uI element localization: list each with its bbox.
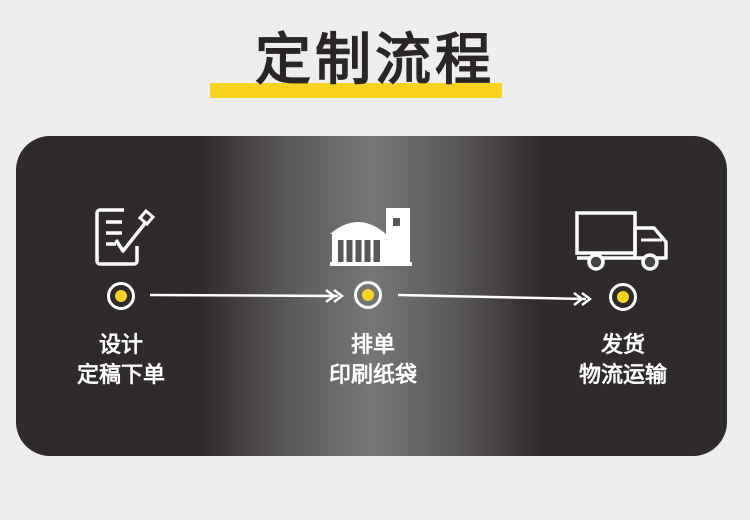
title-underline <box>210 83 502 98</box>
step-2-label: 排单 印刷纸袋 <box>293 331 453 391</box>
truck-icon <box>575 211 668 271</box>
arrow-1-icon <box>150 289 345 303</box>
document-check-icon <box>95 208 156 266</box>
step-1-dot <box>107 282 135 310</box>
page-title-text: 定制流程 <box>255 28 495 93</box>
factory-icon <box>330 208 412 266</box>
step-2-subtitle: 印刷纸袋 <box>328 363 417 388</box>
step-3-label: 发货 物流运输 <box>543 331 703 391</box>
step-2-title: 排单 <box>350 333 395 358</box>
title-area: 定制流程 <box>0 26 750 96</box>
step-2-dot <box>354 281 382 309</box>
step-3-title: 发货 <box>600 333 645 358</box>
page-title: 定制流程 <box>249 26 501 96</box>
step-3-subtitle: 物流运输 <box>578 363 667 388</box>
step-1-title: 设计 <box>98 333 143 358</box>
process-panel: 设计 定稿下单 排单 印刷纸袋 发货 物流运输 <box>16 136 727 456</box>
step-3-dot <box>609 283 637 311</box>
arrow-2-icon <box>398 292 593 306</box>
step-1-subtitle: 定稿下单 <box>76 363 165 388</box>
step-1-label: 设计 定稿下单 <box>41 331 201 391</box>
